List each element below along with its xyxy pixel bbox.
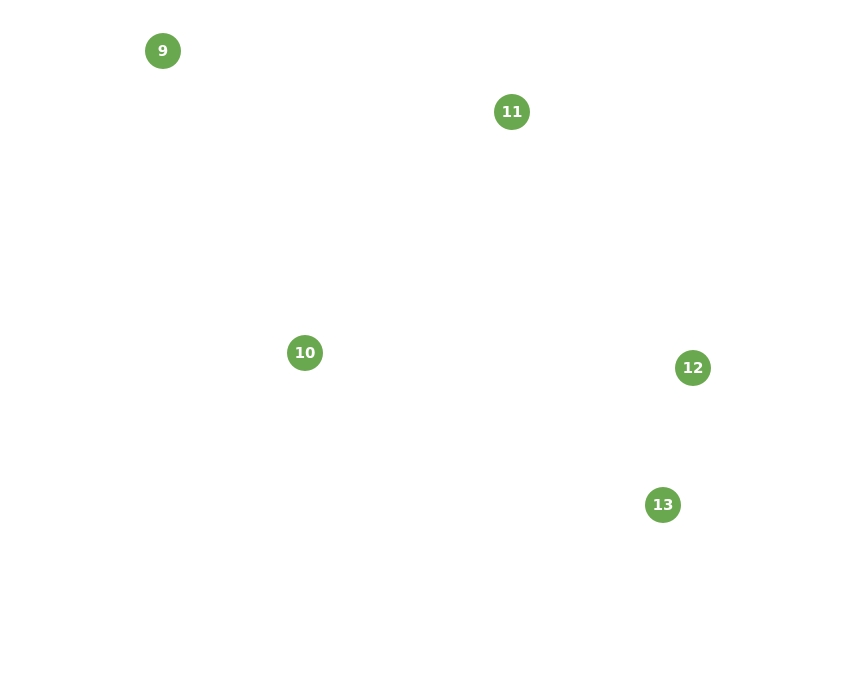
marker-9[interactable]: 9 — [145, 33, 181, 69]
marker-12[interactable]: 12 — [675, 350, 711, 386]
marker-11[interactable]: 11 — [494, 94, 530, 130]
marker-13[interactable]: 13 — [645, 487, 681, 523]
marker-10[interactable]: 10 — [287, 335, 323, 371]
